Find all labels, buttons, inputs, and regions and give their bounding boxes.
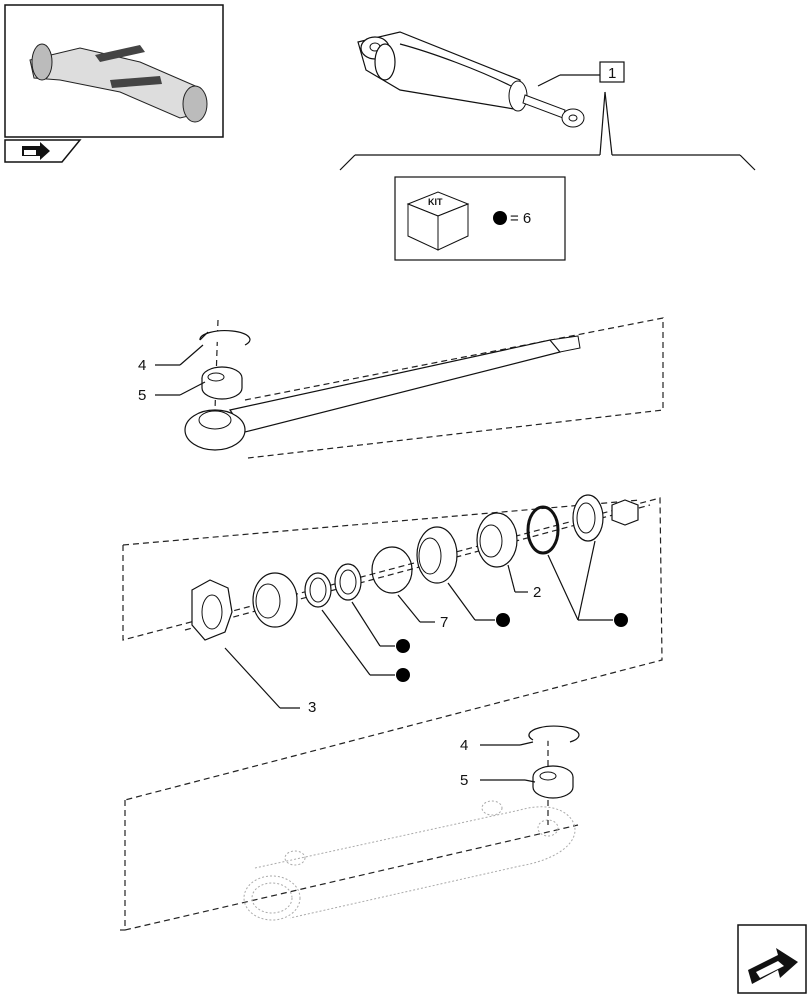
callout-4-upper: 4 <box>138 357 146 374</box>
axle-thumbnail[interactable] <box>4 4 224 138</box>
upper-rod-group: 4 5 <box>138 317 664 459</box>
kit-label: KIT <box>428 197 443 207</box>
callout-7: 7 <box>440 614 448 631</box>
axle-thumbnail-image <box>29 43 208 123</box>
piston-rod <box>229 339 562 433</box>
callout-4-lower: 4 <box>460 737 468 754</box>
next-page-arrow-icon[interactable] <box>737 924 807 994</box>
arrow-icon[interactable] <box>4 139 82 163</box>
kit-dot-wiper <box>614 613 628 627</box>
callout-5-upper: 5 <box>138 387 146 404</box>
kit-equals-label: = 6 <box>510 210 531 227</box>
circlip-4-lower <box>528 725 580 743</box>
callout-2: 2 <box>533 584 541 601</box>
callout-3: 3 <box>308 699 316 716</box>
circlip-4-upper <box>199 330 251 346</box>
seal-kit-group: 3 7 2 <box>122 494 663 801</box>
cylinder-assembly-icon <box>357 31 585 128</box>
cylinder-body <box>243 800 576 921</box>
lower-body-group: 4 5 <box>120 725 580 931</box>
callout-1: 1 <box>339 61 756 171</box>
kit-box-icon: KIT <box>406 191 470 251</box>
kit-legend: KIT = 6 <box>394 176 566 261</box>
callout-1-label: 1 <box>608 65 616 82</box>
kit-marker-dot <box>493 211 507 225</box>
o-ring <box>526 505 560 555</box>
callout-5-lower: 5 <box>460 772 468 789</box>
kit-dot-seal-a <box>396 668 410 682</box>
nut <box>611 499 639 526</box>
kit-dot-guide-ring <box>496 613 510 627</box>
kit-dot-seal-b <box>396 639 410 653</box>
snap-ring-7 <box>371 546 413 594</box>
